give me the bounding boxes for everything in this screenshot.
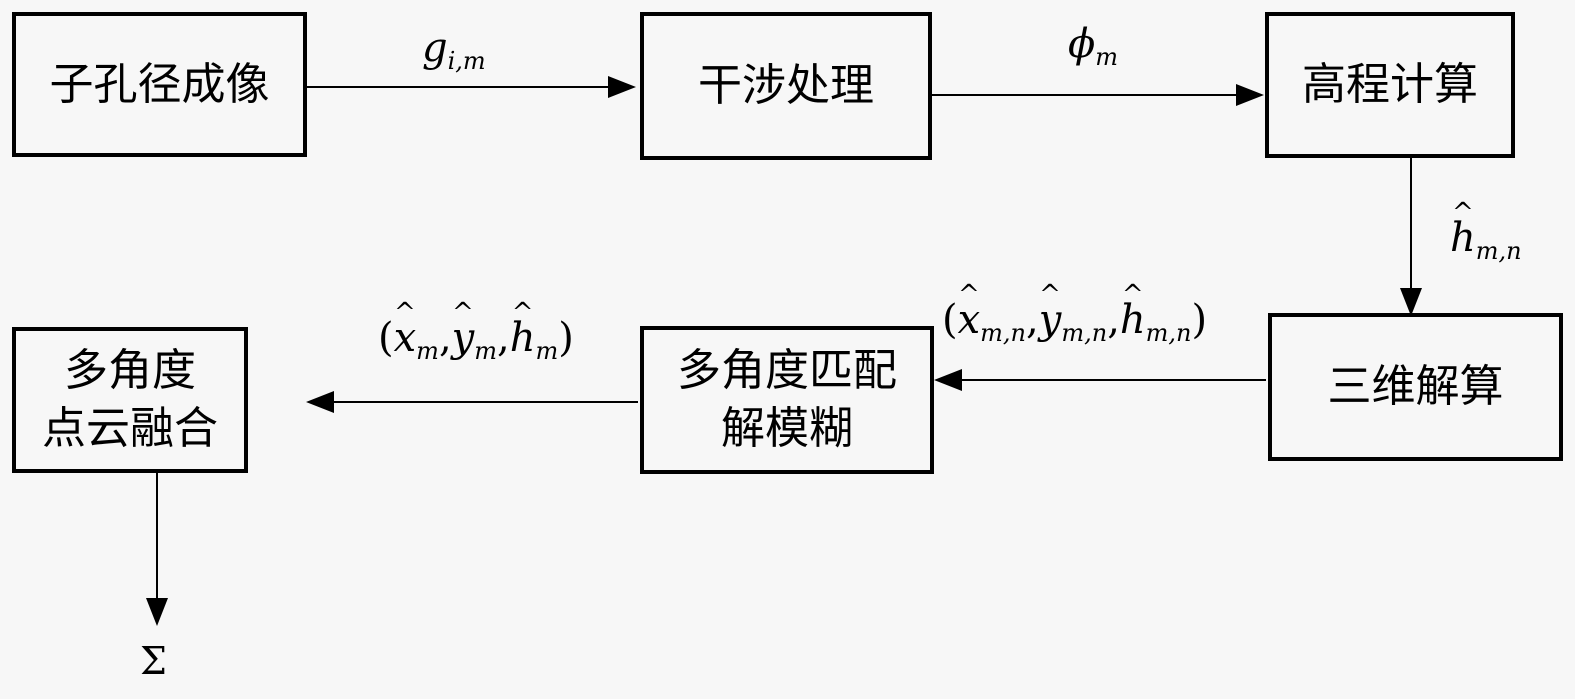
label-var: g (422, 25, 448, 71)
node-label: 高程计算 (1302, 59, 1478, 110)
node-label: 子孔径成像 (49, 58, 270, 110)
node-multi-angle-fusion: 多角度 点云融合 (12, 327, 248, 473)
label-sub: m (474, 337, 498, 365)
node-label-line2: 点云融合 (42, 403, 218, 454)
node-elevation-calculation: 高程计算 (1265, 12, 1515, 158)
arrowhead-icon (608, 76, 636, 98)
arrowhead-icon (146, 598, 168, 626)
paren-close: ) (1191, 297, 1208, 343)
sep: , (1026, 297, 1039, 343)
arrowhead-icon (934, 369, 962, 391)
label-y: y (452, 318, 475, 358)
label-sub: m (535, 337, 559, 365)
paren-open: ( (378, 315, 394, 361)
label-sub: m (416, 337, 439, 365)
node-label: 三维解算 (1327, 361, 1504, 412)
edge-label-xyh-m: (xm,ym,hm) (378, 318, 574, 363)
edge-label-h: hm,n (1450, 218, 1522, 263)
node-label-line1: 多角度 (64, 345, 196, 396)
sep: , (438, 315, 452, 361)
label-h: h (510, 318, 536, 358)
edge-label-phi: ϕm (1068, 24, 1118, 69)
edge-label-g: gi,m (422, 28, 486, 73)
paren-open: ( (942, 297, 958, 343)
sep: , (1107, 297, 1120, 343)
node-label: 干涉处理 (698, 60, 874, 111)
paren-close: ) (558, 315, 574, 361)
sep: , (497, 315, 510, 361)
arrowhead-icon (1236, 84, 1264, 106)
node-label-line2: 解模糊 (721, 403, 853, 454)
label-x: x (394, 318, 417, 358)
node-subaperture-imaging: 子孔径成像 (12, 12, 307, 157)
label-var: h (1450, 218, 1476, 258)
label-x: x (958, 300, 981, 340)
node-label-line1: 多角度匹配 (677, 345, 897, 396)
node-3d-solution: 三维解算 (1268, 313, 1563, 461)
arrowhead-icon (1400, 288, 1422, 316)
output-sigma-label: Σ (140, 642, 167, 680)
sigma-symbol: Σ (140, 639, 167, 683)
label-sub: i,m (447, 47, 486, 75)
node-interferometric-processing: 干涉处理 (640, 12, 932, 160)
arrowhead-icon (306, 391, 334, 413)
label-var: ϕ (1068, 21, 1096, 67)
label-h: h (1120, 300, 1146, 340)
edge-label-xyh-mn: (xm,n,ym,n,hm,n) (942, 300, 1207, 345)
label-sub: m,n (1475, 237, 1522, 265)
label-sub: m,n (1145, 319, 1192, 347)
node-multi-angle-matching: 多角度匹配 解模糊 (640, 326, 934, 474)
label-sub: m,n (1061, 319, 1108, 347)
label-y: y (1039, 300, 1062, 340)
label-sub: m (1095, 43, 1119, 71)
label-sub: m,n (980, 319, 1027, 347)
